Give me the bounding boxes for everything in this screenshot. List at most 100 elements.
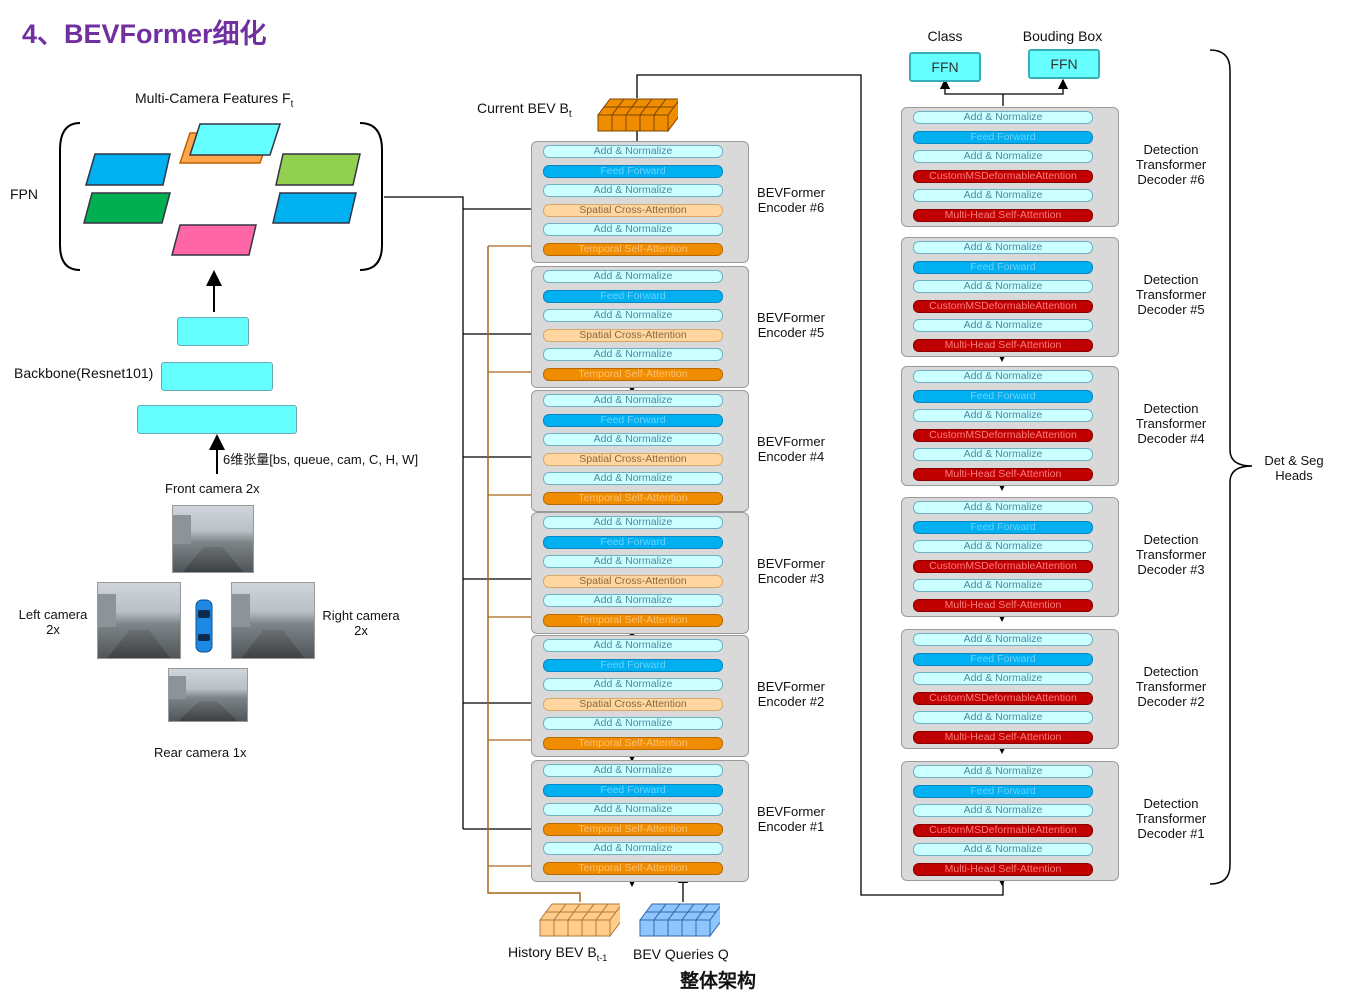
- decoder-label-line: Decoder #3: [1137, 562, 1205, 577]
- backbone-label: Backbone(Resnet101): [14, 365, 154, 381]
- encoder-layer: Add & Normalize: [543, 145, 723, 158]
- decoder-layer: Add & Normalize: [913, 843, 1093, 857]
- fpn-bracket-right: [359, 122, 383, 271]
- encoder-layer: Temporal Self-Attention: [543, 613, 723, 627]
- decoder-label-line: Detection: [1143, 142, 1199, 157]
- decoder-layer: Feed Forward: [913, 130, 1093, 144]
- encoder-label-line: Encoder #5: [757, 325, 825, 340]
- encoder-layer: Add & Normalize: [543, 678, 723, 691]
- encoder-layer: Add & Normalize: [543, 594, 723, 607]
- decoder-layer: Multi-Head Self-Attention: [913, 339, 1093, 352]
- front-camera-label: Front camera 2x: [165, 481, 260, 496]
- encoder-label-line: Encoder #3: [757, 571, 825, 586]
- encoder-layer: Temporal Self-Attention: [543, 861, 723, 875]
- right-camera-image: [231, 582, 315, 659]
- decoder-layer: Add & Normalize: [913, 579, 1093, 593]
- decoder-block: [901, 107, 1119, 227]
- encoder-layer: Add & Normalize: [543, 348, 723, 361]
- decoder-layer: Multi-Head Self-Attention: [913, 599, 1093, 612]
- encoder-layer: Add & Normalize: [543, 184, 723, 197]
- feature-maps: [83, 123, 361, 256]
- encoder-layer: Add & Normalize: [543, 472, 723, 485]
- decoder-label-line: Transformer: [1135, 547, 1207, 562]
- encoder-layer: Temporal Self-Attention: [543, 491, 723, 505]
- encoder-label-line: Encoder #6: [757, 200, 825, 215]
- encoder-layer: Add & Normalize: [543, 803, 723, 816]
- current-bev-label: Current BEV Bt: [477, 100, 572, 120]
- page-title: 4、BEVFormer细化: [22, 19, 267, 49]
- decoder-label-line: Detection: [1143, 664, 1199, 679]
- encoder-layer: Feed Forward: [543, 535, 723, 549]
- encoder-layer: Feed Forward: [543, 289, 723, 303]
- decoder-layer: CustomMSDeformableAttention: [913, 428, 1093, 442]
- decoder-layer: CustomMSDeformableAttention: [913, 691, 1093, 705]
- decoder-label-line: Transformer: [1135, 416, 1207, 431]
- decoder-label-line: Transformer: [1135, 287, 1207, 302]
- decoder-layer: Add & Normalize: [913, 711, 1093, 725]
- decoder-layer: CustomMSDeformableAttention: [913, 169, 1093, 183]
- encoder-layer: Add & Normalize: [543, 555, 723, 568]
- decoder-layer: Feed Forward: [913, 389, 1093, 403]
- encoder-layer: Temporal Self-Attention: [543, 367, 723, 381]
- class-label: Class: [927, 28, 963, 44]
- bev-queries-label: BEV Queries Q: [633, 946, 729, 962]
- backbone-block-mid: [161, 362, 273, 391]
- decoder-layer: Feed Forward: [913, 652, 1093, 666]
- feature-map-pink: [171, 224, 257, 256]
- decoder-to-ffn-line: [939, 78, 1004, 106]
- encoder-layer: Spatial Cross-Attention: [543, 203, 723, 217]
- decoder-layer: Feed Forward: [913, 520, 1093, 534]
- encoder-layer: Add & Normalize: [543, 717, 723, 730]
- decoder-layer: Feed Forward: [913, 260, 1093, 274]
- fpn-label: FPN: [10, 186, 38, 202]
- decoder-layer: Add & Normalize: [913, 540, 1093, 554]
- encoder-label-line: Encoder #1: [757, 819, 825, 834]
- left-camera-image: [97, 582, 181, 659]
- encoder-layer: Add & Normalize: [543, 764, 723, 777]
- encoder-layer: Temporal Self-Attention: [543, 736, 723, 750]
- decoder-block: [901, 237, 1119, 357]
- bev-queries-cube: [639, 903, 720, 938]
- figure-caption: 整体架构: [680, 971, 757, 992]
- encoder-layer: Add & Normalize: [543, 394, 723, 407]
- car-icon: [195, 599, 213, 653]
- decoder-layer: Add & Normalize: [913, 501, 1093, 514]
- decoder-layer: Multi-Head Self-Attention: [913, 731, 1093, 744]
- heads-brace: [1209, 49, 1253, 885]
- decoder-layer: Multi-Head Self-Attention: [913, 209, 1093, 222]
- history-bev-cube: [539, 903, 620, 938]
- encoder-label-line: BEVFormer: [757, 679, 825, 694]
- rear-camera-label: Rear camera 1x: [154, 745, 247, 760]
- decoder-layer: CustomMSDeformableAttention: [913, 823, 1093, 837]
- encoder-layer: Add & Normalize: [543, 223, 723, 236]
- encoder-layer: Spatial Cross-Attention: [543, 328, 723, 342]
- decoder-to-bbox-ffn-line: [1003, 78, 1069, 95]
- encoder-layer: Feed Forward: [543, 658, 723, 672]
- decoder-label-line: Transformer: [1135, 157, 1207, 172]
- encoder-label-line: Encoder #4: [757, 449, 825, 464]
- encoder-layer: Add & Normalize: [543, 270, 723, 283]
- front-camera-image: [172, 505, 254, 573]
- feature-map-cyan: [188, 123, 282, 156]
- encoder-label-line: Encoder #2: [757, 694, 825, 709]
- decoder-layer: CustomMSDeformableAttention: [913, 559, 1093, 573]
- decoder-layer: CustomMSDeformableAttention: [913, 299, 1093, 313]
- feature-map-blue: [85, 153, 171, 186]
- decoder-layer: Add & Normalize: [913, 409, 1093, 423]
- decoder-label-line: Detection: [1143, 532, 1199, 547]
- decoder-label-line: Decoder #2: [1137, 694, 1205, 709]
- decoder-layer: Add & Normalize: [913, 765, 1093, 778]
- decoder-layer: Multi-Head Self-Attention: [913, 863, 1093, 876]
- fpn-output-line: [384, 196, 464, 829]
- decoder-label-line: Decoder #1: [1137, 826, 1205, 841]
- decoder-layer: Add & Normalize: [913, 150, 1093, 164]
